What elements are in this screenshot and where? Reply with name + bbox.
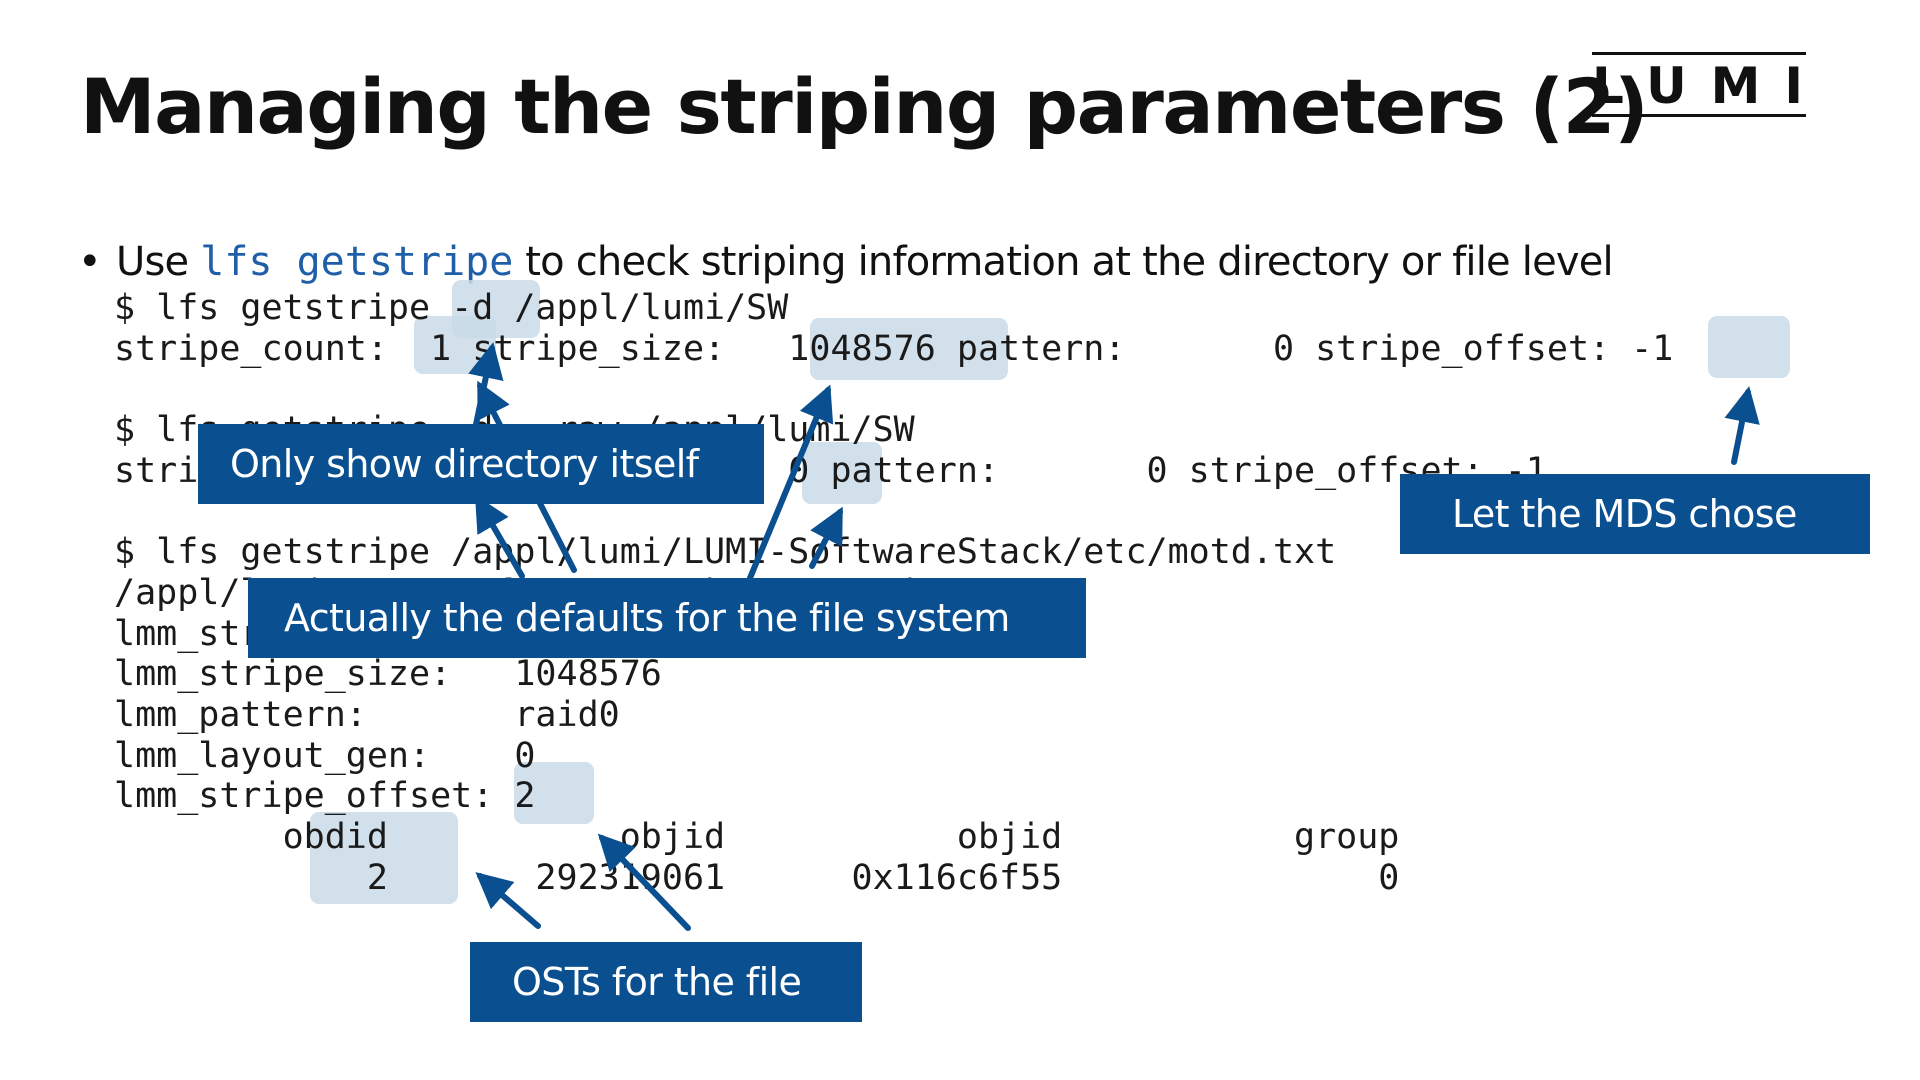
callout-osts: OSTs for the file [470,942,862,1022]
arrow-from-directory-callout [474,494,525,579]
highlight-stripe-size [810,318,1008,380]
highlight-lmm-offset [514,762,594,824]
terminal-line: $ lfs getstripe -d /appl/lumi/SW [114,288,789,328]
lumi-logo: LUMI [1592,52,1806,118]
callout-mds: Let the MDS chose [1400,474,1870,554]
bullet-marker: • [78,239,102,285]
terminal-line: $ lfs getstripe /appl/lumi/LUMI-Software… [114,532,1337,573]
bullet-text-before: Use [116,239,201,285]
callout-defaults: Actually the defaults for the file syste… [248,578,1086,658]
logo-top-rule [1592,52,1806,55]
logo-bottom-rule [1592,114,1806,117]
terminal-line: lmm_pattern: raid0 [114,694,620,735]
arrow-to-raw-size [809,506,843,569]
terminal-line: lmm_stripe_size: 1048576 [114,654,662,695]
highlight-stripe-offset [1708,316,1790,378]
terminal-line: obdid objid objid group [114,816,1400,857]
terminal-line: stripe_count: 1 stripe_size: 1048576 pat… [114,328,1674,369]
bullet-command: lfs getstripe [200,239,514,285]
highlight-obdid [310,812,458,904]
terminal-line: lmm_layout_gen: 0 [114,735,536,776]
highlight-raw-size [802,442,882,504]
arrow-to-stripe-size [747,384,834,581]
callout-directory-itself: Only show directory itself [198,424,764,504]
slide-title: Managing the striping parameters (2) [80,62,1649,151]
terminal-output: $ lfs getstripe -d /appl/lumi/SW stripe_… [114,288,1673,898]
arrow-to-obdid [475,872,541,929]
terminal-line: lmm_stripe_offset: 2 [114,776,536,817]
bullet-point: • Use lfs getstripe to check striping inf… [78,238,1614,286]
logo-text: LUMI [1592,57,1828,115]
arrow-to-lmm-offset [597,833,691,931]
terminal-line: 2 292319061 0x116c6f55 0 [114,857,1400,898]
arrow-to-stripe-offset [1724,386,1760,465]
bullet-text-after: to check striping information at the dir… [513,239,1613,285]
